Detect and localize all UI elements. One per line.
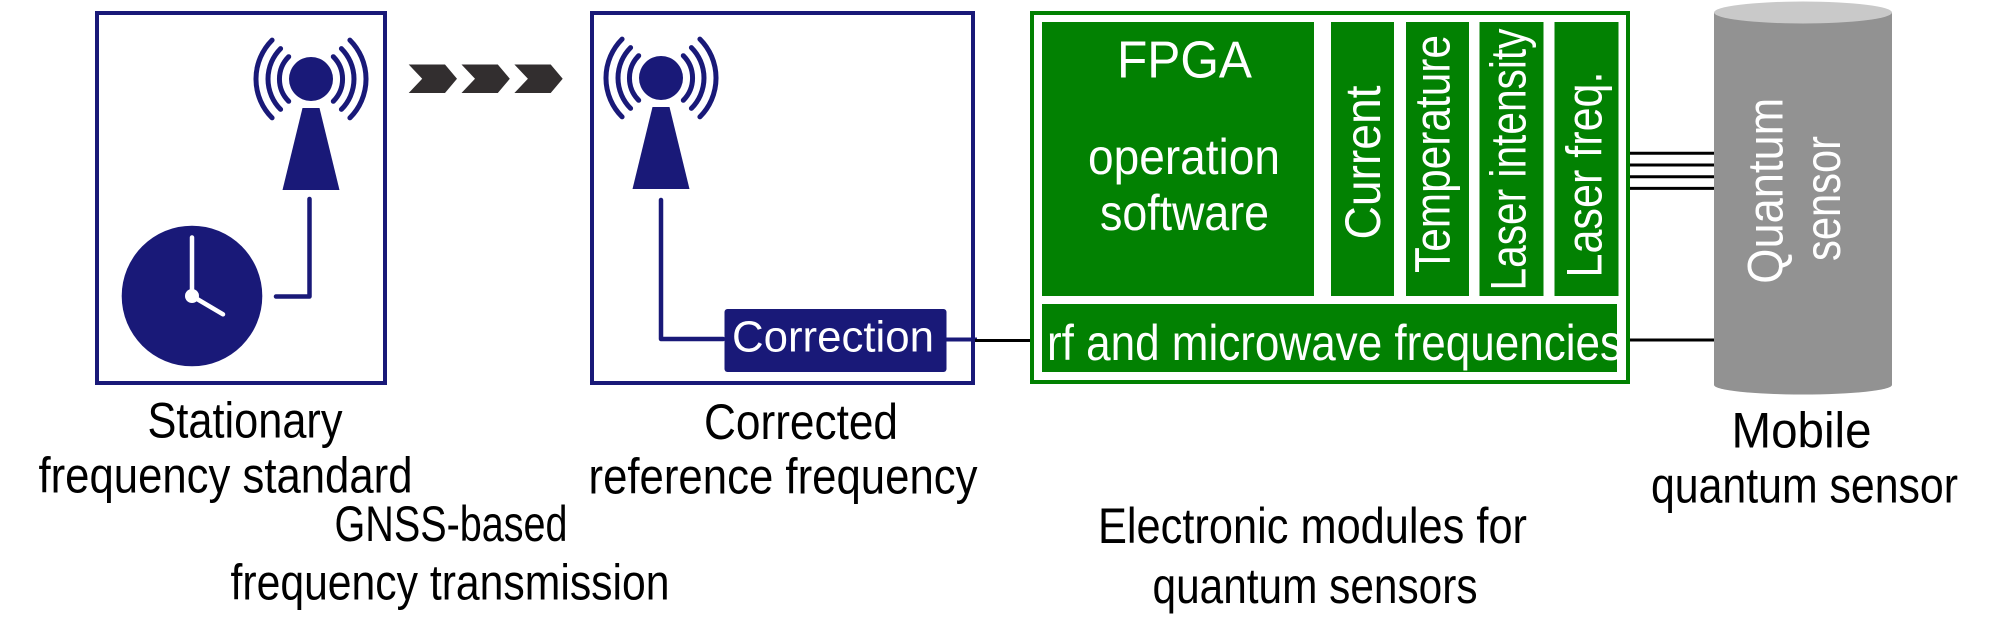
svg-text:Corrected: Corrected [704,394,898,450]
svg-text:GNSS-based: GNSS-based [335,496,568,552]
svg-text:Mobile: Mobile [1732,403,1872,459]
svg-text:Electronic modules for: Electronic modules for [1098,498,1527,554]
svg-text:Laser intensity: Laser intensity [1481,29,1537,291]
svg-text:quantum sensor: quantum sensor [1651,458,1958,514]
svg-text:FPGA: FPGA [1117,31,1252,89]
svg-text:Current: Current [1335,85,1391,239]
svg-text:rf and microwave frequencies: rf and microwave frequencies [1047,315,1622,371]
svg-text:frequency standard: frequency standard [39,448,413,504]
svg-text:Stationary: Stationary [148,393,343,449]
svg-text:Correction: Correction [732,313,934,362]
svg-text:Temperature: Temperature [1405,35,1461,273]
svg-text:software: software [1100,185,1269,241]
svg-text:frequency transmission: frequency transmission [231,555,670,611]
svg-text:reference frequency: reference frequency [589,449,978,505]
svg-text:Laser freq.: Laser freq. [1557,72,1613,278]
svg-text:sensor: sensor [1795,136,1851,261]
svg-text:Quantum: Quantum [1738,98,1794,284]
svg-text:quantum sensors: quantum sensors [1153,558,1478,614]
svg-text:operation: operation [1088,129,1280,185]
